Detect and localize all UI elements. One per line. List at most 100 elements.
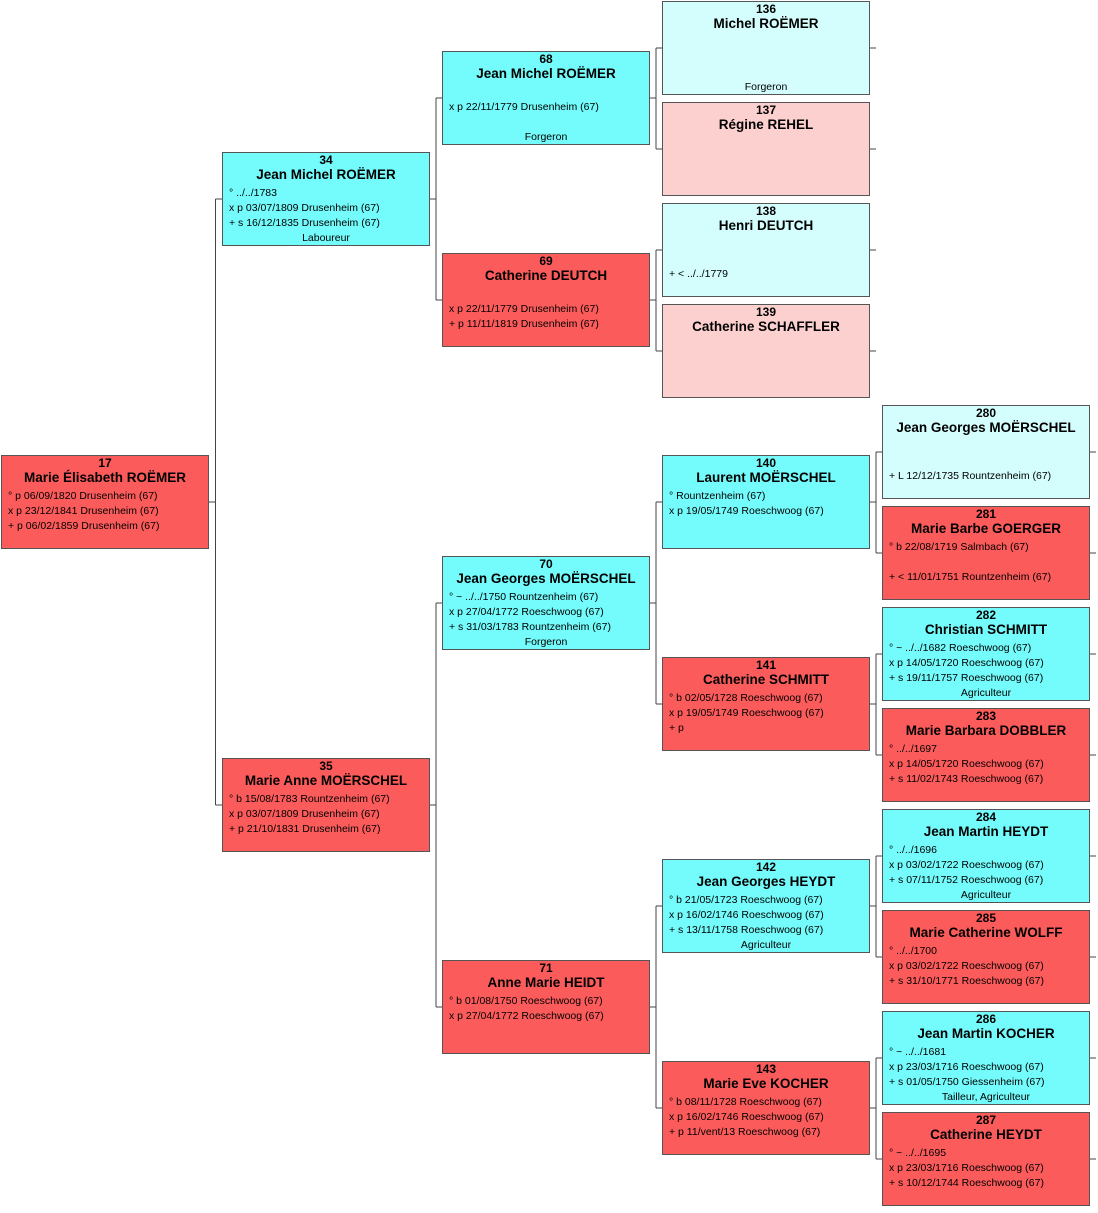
person-event-line: x p 19/05/1749 Roeschwoog (67) [669,707,824,719]
person-event-line [889,439,1089,454]
person-occupation: Agriculteur [960,889,1012,901]
person-event-line: x p 16/02/1746 Roeschwoog (67) [669,1111,824,1123]
person-event-line: x p 14/05/1720 Roeschwoog (67) [889,758,1044,770]
person-occupation: Laboureur [302,232,350,244]
person-events: ° b 21/05/1723 Roeschwoog (67)x p 16/02/… [663,893,869,938]
person-number: 139 [755,305,777,319]
person-number: 138 [755,204,777,218]
person-name: Jean Georges MOËRSCHEL [896,420,1076,435]
person-occupation: Agriculteur [960,687,1012,699]
person-name: Jean Martin HEYDT [923,824,1049,839]
person-event-line: ° ../../1783 [229,187,277,199]
person-name: Marie Barbara DOBBLER [905,723,1067,738]
person-event-line [669,237,869,252]
person-events: + < ../../1779 [663,237,869,282]
person-events: ° p 06/09/1820 Drusenheim (67) x p 23/12/… [2,489,208,534]
person-event-line: + s 01/05/1750 Giessenheim (67) [889,1076,1045,1088]
person-event-line [449,287,649,302]
person-event-line [669,252,869,267]
person-name: Catherine SCHMITT [702,672,829,687]
person-event-line: + p 11/11/1819 Drusenheim (67) [449,318,599,330]
person-events: + L 12/12/1735 Rountzenheim (67) [883,439,1089,484]
person-event-line: + s 19/11/1757 Roeschwoog (67) [889,672,1044,684]
person-event-line: x p 23/12/1841 Drusenheim (67) [8,505,159,517]
person-event-line [449,85,649,100]
person-events: ° b 15/08/1783 Rountzenheim (67)x p 03/0… [223,792,429,837]
person-name: Jean Georges MOËRSCHEL [456,571,636,586]
person-event-line: ° ~ ../../1682 Roeschwoog (67) [889,642,1032,654]
person-event-line: ° ../../1700 [889,945,937,957]
person-event-line: x p 23/03/1716 Roeschwoog (67) [889,1061,1044,1073]
person-events: x p 22/11/1779 Drusenheim (67) [443,85,649,115]
person-events: ° ~ ../../1682 Roeschwoog (67) x p 14/05/… [883,641,1089,686]
person-name: Laurent MOËRSCHEL [696,470,836,485]
person-event-line: + s 16/12/1835 Drusenheim (67) [229,217,380,229]
person-number: 71 [539,961,553,975]
person-event-line: x p 22/11/1779 Drusenheim (67) [449,101,599,113]
person-event-line: + p 06/02/1859 Drusenheim (67) [8,520,160,532]
person-occupation: Forgeron [744,81,788,93]
person-name: Marie Anne MOËRSCHEL [244,773,408,788]
person-name: Jean Michel ROËMER [256,167,396,182]
person-event-line: + p [669,722,684,734]
person-number: 34 [319,153,333,167]
person-event-line: + < ../../1779 [669,268,728,280]
person-name: Régine REHEL [718,117,814,132]
person-name: Christian SCHMITT [924,622,1048,637]
person-event-line: x p 03/02/1722 Roeschwoog (67) [889,960,1044,972]
person-number: 142 [755,860,777,874]
person-name: Jean Martin KOCHER [917,1026,1055,1041]
person-event-line: + s 13/11/1758 Roeschwoog (67) [669,924,824,936]
person-event-line: + p 11/vent/13 Roeschwoog (67) [669,1126,821,1138]
person-events: ° b 02/05/1728 Roeschwoog (67)x p 19/05/… [663,691,869,736]
person-event-line: ° b 08/11/1728 Roeschwoog (67) [669,1096,822,1108]
person-event-line: x p 14/05/1720 Roeschwoog (67) [889,657,1044,669]
person-events: x p 22/11/1779 Drusenheim (67) + p 11/11/… [443,287,649,332]
person-number: 283 [975,709,997,723]
person-event-line: x p 03/07/1809 Drusenheim (67) [229,202,380,214]
person-name: Catherine DEUTCH [484,268,608,283]
person-occupation: Forgeron [524,636,568,648]
person-occupation: Agriculteur [740,939,792,951]
person-number: 70 [539,557,553,571]
person-event-line: ° p 06/09/1820 Drusenheim (67) [8,490,158,502]
person-events: ° ~ ../../1750 Rountzenheim (67)x p 27/0… [443,590,649,635]
person-number: 137 [755,103,777,117]
person-event-line [889,555,1089,570]
person-number: 285 [975,911,997,925]
person-number: 286 [975,1012,997,1026]
person-number: 143 [755,1062,777,1076]
person-event-line: + s 11/02/1743 Roeschwoog (67) [889,773,1044,785]
person-event-line: x p 22/11/1779 Drusenheim (67) [449,303,599,315]
person-number: 69 [539,254,553,268]
person-name: Michel ROËMER [713,16,819,31]
person-event-line: ° ~ ../../1681 [889,1046,947,1058]
person-event-line: + s 31/03/1783 Rountzenheim (67) [449,621,611,633]
person-event-line: ° b 15/08/1783 Rountzenheim (67) [229,793,390,805]
